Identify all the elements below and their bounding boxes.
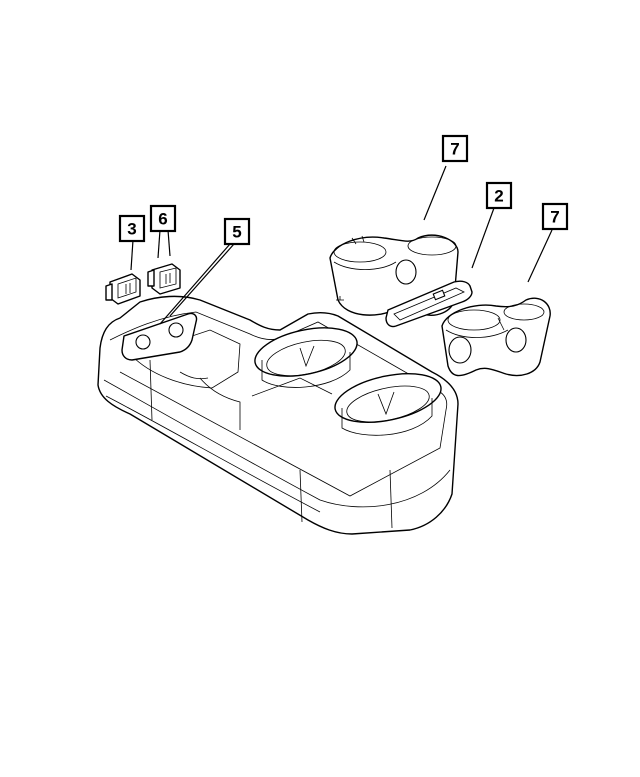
callout-6: 6 <box>149 204 177 233</box>
callout-3: 3 <box>118 214 146 243</box>
callout-2-label: 2 <box>494 187 503 206</box>
callout-5: 5 <box>223 217 251 246</box>
callout-7-left: 7 <box>441 134 469 163</box>
leader-lines <box>130 165 553 325</box>
callout-3-label: 3 <box>127 220 136 239</box>
callout-7-right-label: 7 <box>550 208 559 227</box>
part-2-tray-liner <box>385 280 473 328</box>
callout-5-label: 5 <box>232 223 241 242</box>
part-6-switch <box>147 263 181 295</box>
callout-7-left-label: 7 <box>450 140 459 159</box>
callout-7-right: 7 <box>541 202 569 231</box>
part-3-switch <box>105 273 141 305</box>
callout-2: 2 <box>485 181 513 210</box>
part-7-right-cupholder-insert <box>441 297 551 377</box>
callout-6-label: 6 <box>158 210 167 229</box>
center-console <box>97 295 459 535</box>
